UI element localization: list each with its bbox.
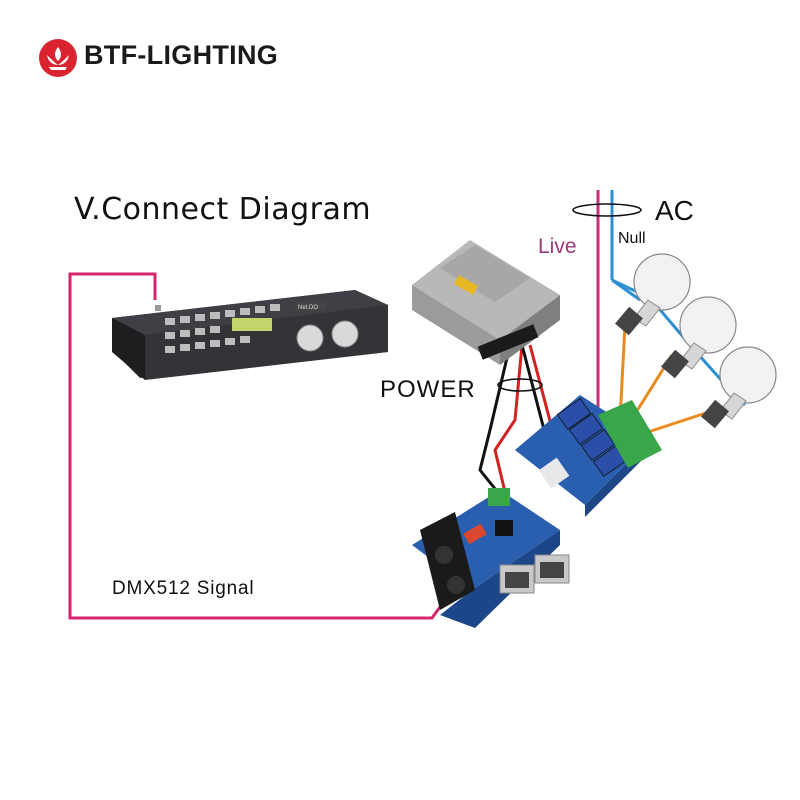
power-wire-negative [478,344,512,496]
light-bulb-icon-3 [701,346,777,429]
live-label: Live [538,235,577,258]
dmx-controller-console: Net.DO [112,290,388,380]
btf-lotus-logo-icon [39,39,77,77]
controller-panel-text: Net.DO [298,305,318,311]
power-wire-positive [493,344,524,493]
light-bulb-icon-2 [661,296,737,379]
diagram-title: V.Connect Diagram [74,192,372,227]
relay-bulb-wire-1 [618,324,627,421]
controller-jog-wheel-1 [296,324,324,352]
ac-label: AC [655,195,694,226]
dmx-signal-wire [68,272,447,620]
power-supply [412,240,560,365]
relay-module [515,395,662,517]
dmx-signal-label: DMX512 Signal [112,578,255,599]
relay-terminal-block [598,400,662,468]
dmx-decoder-board [412,488,570,628]
null-label: Null [618,230,646,247]
ac-wire-clamp [572,203,642,217]
power-wire-clamp [497,378,543,392]
light-bulb-icon-1 [615,253,691,336]
controller-lcd-screen [232,318,272,331]
brand-name: BTF-LIGHTING [84,40,279,70]
power-label: POWER [380,376,476,403]
controller-jog-wheel-2 [331,320,359,348]
